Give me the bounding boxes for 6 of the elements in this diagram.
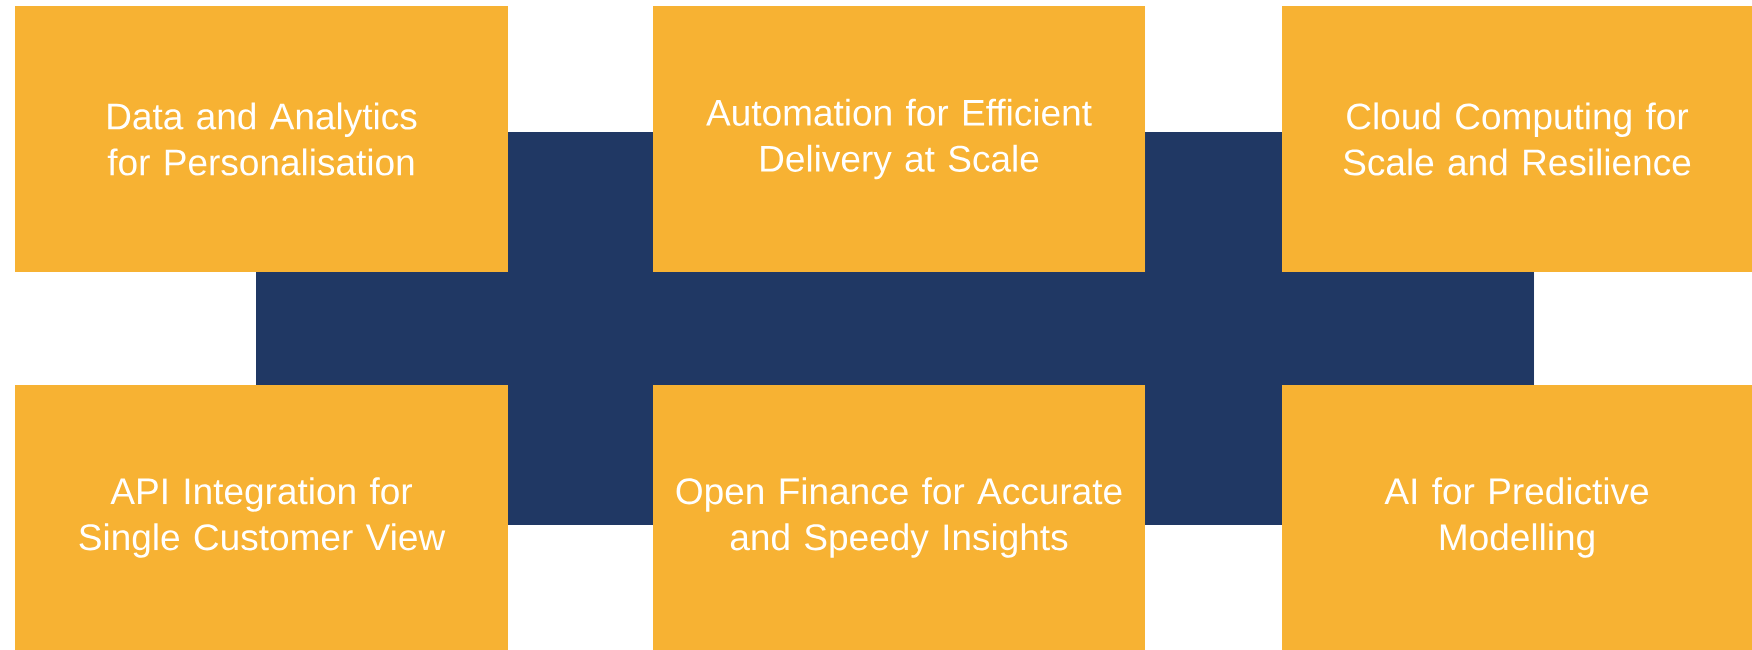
text-box: Cloud Computing for Scale and Resilience [1282,6,1752,272]
text-box: Open Finance for Accurate and Speedy Insights [653,385,1145,650]
text-box: API Integration for Single Customer View [15,385,508,650]
text-box: Automation for Efficient Delivery at Scale [653,6,1145,272]
text-box: AI for Predictive Modelling [1282,385,1752,650]
text-box: Data and Analytics for Personalisation [15,6,508,272]
